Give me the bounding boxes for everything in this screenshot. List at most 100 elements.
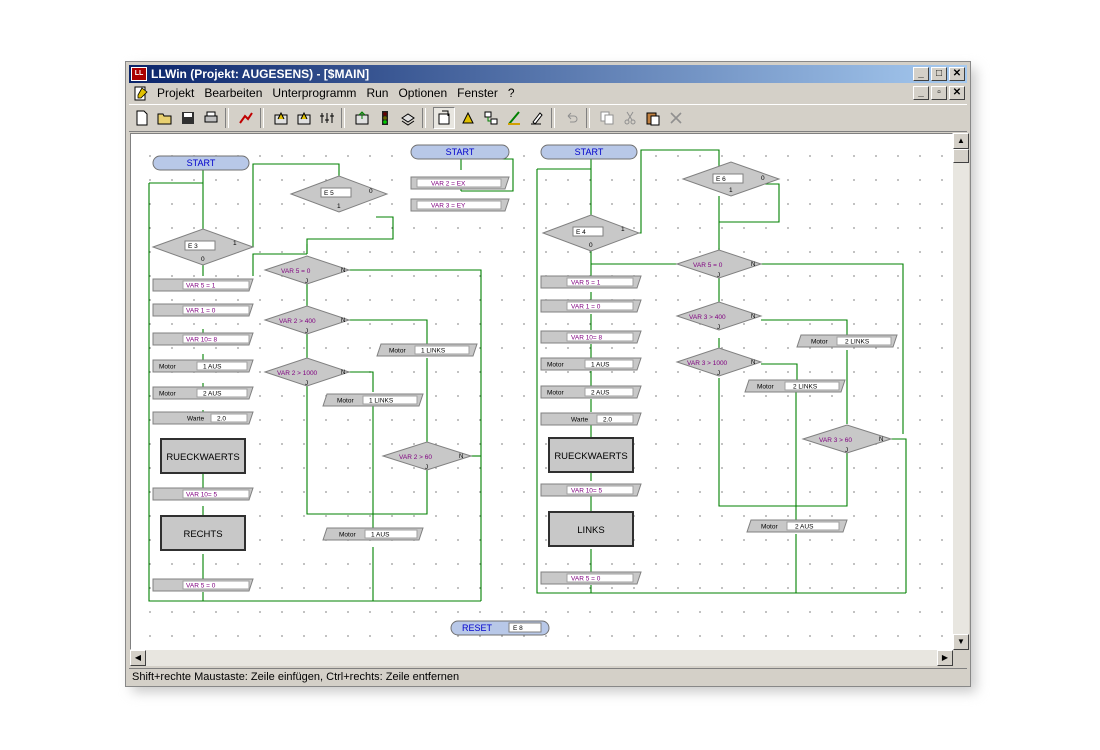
op-var5-0-field [182,580,250,590]
reset-input-field [508,622,542,633]
motor3-2-links-a-label: Motor [811,339,828,346]
compare-var2-60[interactable] [381,441,473,471]
subroutine-rueckwaerts[interactable] [160,438,246,474]
minimize-button[interactable]: _ [913,67,929,81]
menu-help[interactable]: ? [507,86,515,100]
paste-icon[interactable] [643,108,663,128]
subroutine3-rueckwaerts[interactable] [548,437,634,473]
op-var10-8-field [182,334,250,344]
motor3-2-aus-value: 2 AUS [591,390,610,397]
scroll-left-button[interactable]: ◀ [130,650,146,666]
motor1-links-b-value: 1 LINKS [369,398,394,405]
subroutine-rechts-label: RECHTS [183,529,222,540]
compare-var2-400-label: VAR 2 > 400 [279,318,316,325]
compare-var5-0[interactable] [263,255,351,285]
wire-tool-icon[interactable] [458,108,478,128]
mdi-close-button[interactable]: ✕ [949,86,965,100]
scroll-thumb-vertical[interactable] [953,149,969,163]
motor1-links-a-label: Motor [389,348,406,355]
copy-icon[interactable] [597,108,617,128]
decision-e3-field [184,240,216,251]
motor1-aus-b-label: Motor [339,532,356,539]
warte3-value: 2.0 [603,417,612,424]
line-tool-icon[interactable] [504,108,524,128]
menu-run[interactable]: Run [366,86,389,100]
close-button[interactable]: ✕ [949,67,965,81]
erase-tool-icon[interactable] [527,108,547,128]
cut-icon[interactable] [620,108,640,128]
menu-unterprogramm[interactable]: Unterprogramm [272,86,357,100]
delete-icon[interactable] [666,108,686,128]
compare-var2-1000[interactable] [263,357,351,387]
op3-var1-0-label: VAR 1 = 0 [571,304,601,311]
compare-var3-400-yes: J [717,325,720,331]
motor3-1-aus-field [584,359,634,369]
connect-tool-icon[interactable] [481,108,501,128]
motor3-2-aus-b-label: Motor [761,524,778,531]
flowchart-canvas[interactable]: START E 3 1 0 E 5 0 1 VAR 5 = 1 VAR 1 = … [130,133,953,650]
new-file-icon[interactable] [132,108,152,128]
mode-select-icon[interactable] [433,107,455,129]
scroll-up-button[interactable]: ▲ [953,133,969,149]
op3-var10-8-field [566,332,634,342]
menu-projekt[interactable]: Projekt [157,86,195,100]
op-var10-5-field [182,489,250,499]
print-icon[interactable] [201,108,221,128]
mdi-restore-button[interactable]: ▫ [931,86,947,100]
decision-e4-one: 1 [621,226,625,233]
compare3-var5-0[interactable] [675,249,763,279]
subroutine-rechts[interactable] [160,515,246,551]
save-icon[interactable] [178,108,198,128]
vertical-scrollbar[interactable]: ▲ ▼ [953,133,969,650]
compare-var3-400[interactable] [675,301,763,331]
motor-output-1-icon[interactable] [271,108,291,128]
motor-output-2-icon[interactable] [294,108,314,128]
compare-var2-400[interactable] [263,305,351,335]
decision-e6-label: E 6 [716,176,726,183]
motor2-aus-value: 2 AUS [203,391,222,398]
subroutine-rueckwaerts-label: RUECKWAERTS [166,452,239,463]
compare-var3-60[interactable] [801,424,893,454]
upload-icon[interactable] [352,108,372,128]
warte3-label: Warte [571,417,588,424]
compare-var5-0-no: N [341,268,345,274]
decision-e5-one: 1 [337,203,341,210]
menu-optionen[interactable]: Optionen [398,86,448,100]
start-terminal-1[interactable] [152,155,250,171]
op-var1-0-field [182,305,250,315]
warte-value: 2.0 [217,416,226,423]
mdi-minimize-button[interactable]: _ [913,86,929,100]
app-icon[interactable]: LL [131,67,147,81]
compare-var2-60-yes: J [425,465,428,471]
menu-bearbeiten[interactable]: Bearbeiten [204,86,263,100]
undo-icon[interactable] [562,108,582,128]
horizontal-scrollbar[interactable]: ◀ ▶ [130,650,953,666]
reset-block[interactable]: RESET E 8 [450,620,550,636]
decision-e6-field [712,173,744,184]
op3-var10-8-label: VAR 10= 8 [571,335,603,342]
motor1-links-b-field [362,395,418,405]
scroll-right-button[interactable]: ▶ [937,650,953,666]
io-config-icon[interactable] [317,108,337,128]
compare-var2-400-yes: J [305,329,308,335]
menu-fenster[interactable]: Fenster [457,86,498,100]
op-var10-8-label: VAR 10= 8 [186,337,218,344]
subroutine-links[interactable] [548,511,634,547]
decision-e4-field [572,226,604,237]
download-icon[interactable] [398,108,418,128]
run-step-icon[interactable] [236,108,256,128]
open-folder-icon[interactable] [155,108,175,128]
motor1-links-a-value: 1 LINKS [421,348,446,355]
scroll-down-button[interactable]: ▼ [953,634,969,650]
compare-var3-1000[interactable] [675,347,763,377]
decision-e6-one: 1 [729,187,733,194]
op3-var5-0-field [566,573,634,583]
title-bar[interactable]: LL LLWin (Projekt: AUGESENS) - [$MAIN] _… [129,65,967,83]
maximize-button[interactable]: □ [931,67,947,81]
op3-var5-1-label: VAR 5 = 1 [571,280,601,287]
traffic-light-icon[interactable] [375,108,395,128]
compare-var2-60-no: N [459,454,463,460]
project-doc-icon[interactable] [133,86,149,101]
start-terminal-3[interactable] [540,144,638,160]
start-terminal-2[interactable] [410,144,510,160]
